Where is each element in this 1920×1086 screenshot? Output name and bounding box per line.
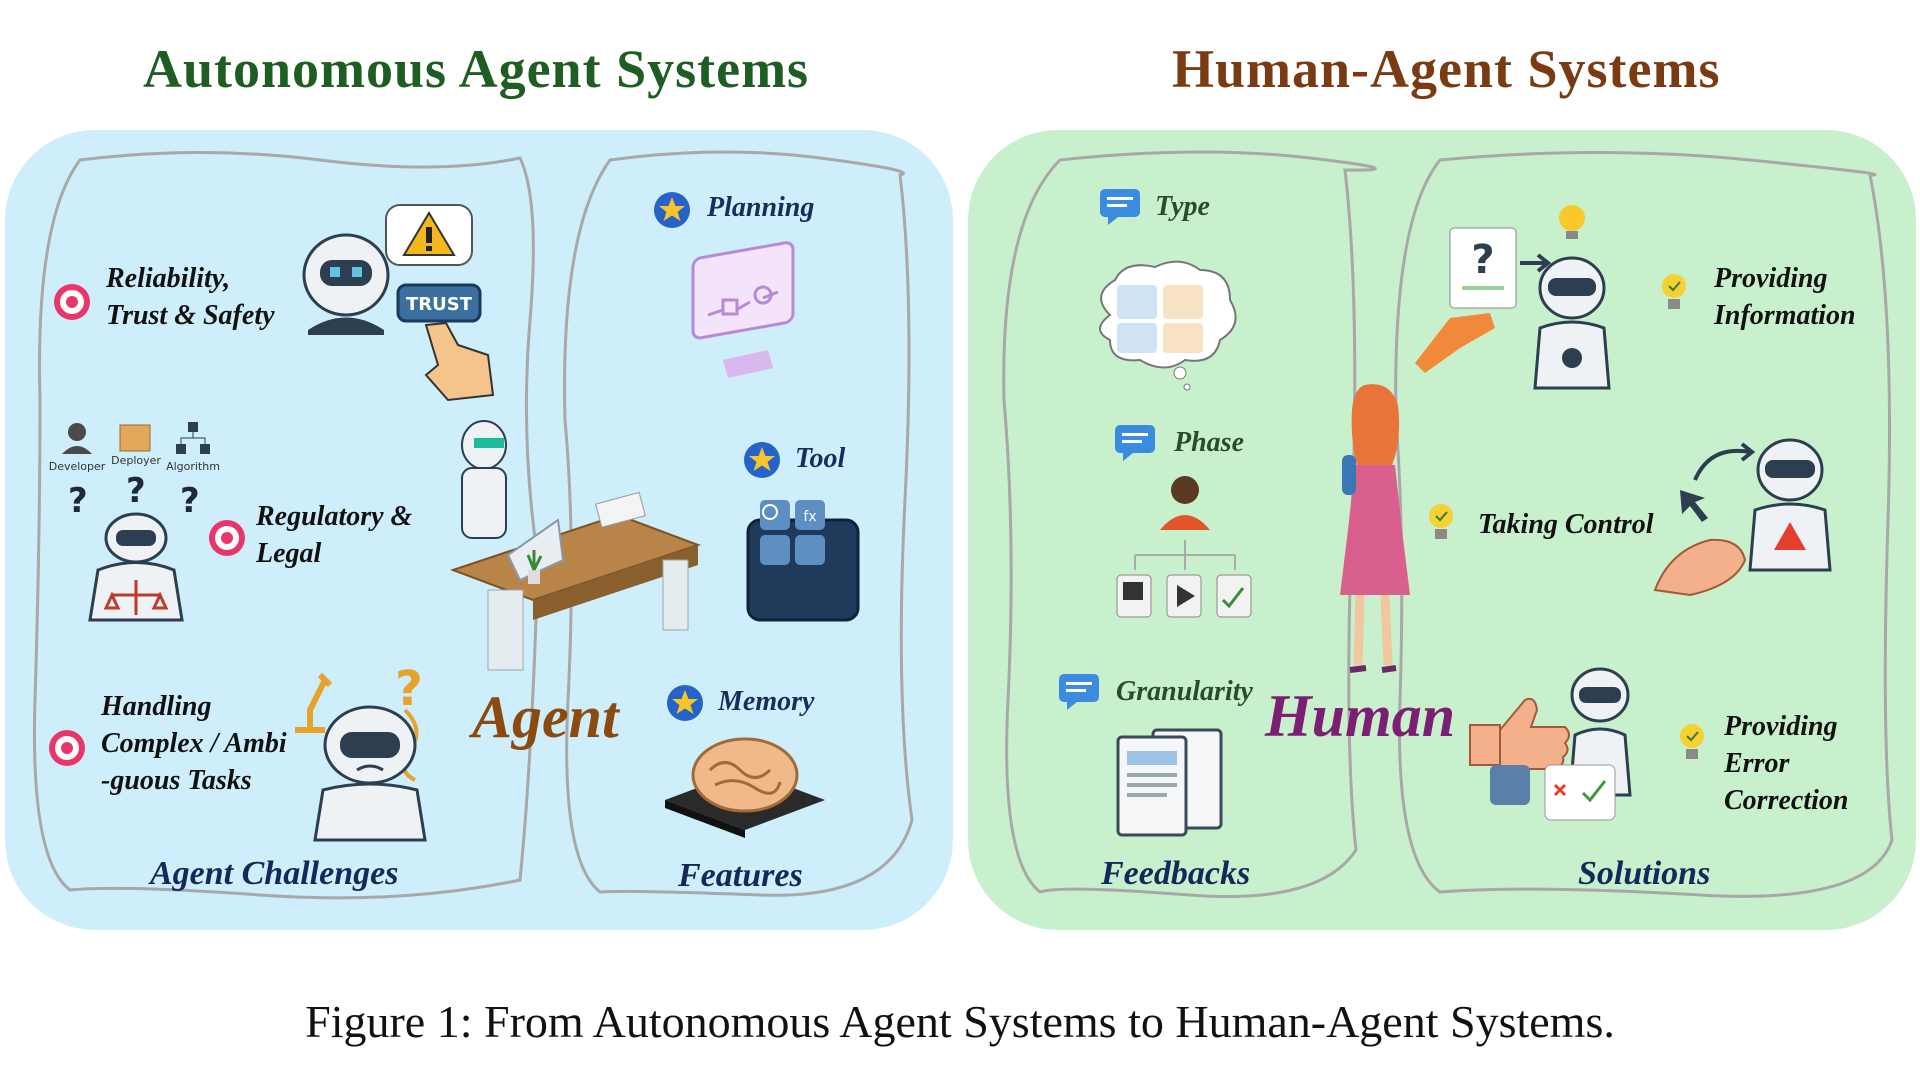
svg-text:?: ?: [1471, 237, 1494, 283]
figure-caption: Figure 1: From Autonomous Agent Systems …: [305, 996, 1615, 1047]
warning-bubble-icon: [385, 204, 473, 266]
feature-planning: Planning: [707, 192, 815, 223]
solution-taking-control: Taking Control: [1478, 509, 1654, 540]
robot-judge-icon: [88, 512, 184, 622]
question-mark-icon: ?: [395, 661, 423, 717]
left-title: Autonomous Agent Systems: [143, 39, 810, 99]
documents-icon: [1116, 728, 1223, 837]
svg-text:Algorithm: Algorithm: [166, 460, 220, 473]
feedback-types-thought-icon: [1099, 260, 1237, 391]
chat-bubble-icon: [1100, 189, 1140, 225]
hand-mouse-icon: [1653, 538, 1747, 597]
svg-text:Deployer: Deployer: [111, 454, 161, 467]
microscope-icon: [295, 672, 333, 733]
control-robot-illustration: [1653, 438, 1832, 597]
person-icon: [1160, 476, 1210, 530]
svg-text:fx: fx: [803, 509, 816, 525]
error-correction-illustration: [1469, 667, 1632, 821]
agent-desk-illustration: [450, 420, 701, 671]
lightbulb-icon: [1662, 274, 1686, 309]
features-label: Features: [678, 857, 803, 894]
feedback-granularity: Granularity: [1116, 676, 1253, 707]
solutions-label: Solutions: [1578, 855, 1711, 892]
developer-icon: [62, 423, 92, 454]
feedback-type: Type: [1155, 191, 1210, 222]
feature-tool: Tool: [795, 443, 846, 474]
human-figure-illustration: [1340, 384, 1410, 673]
feedback-phase: Phase: [1174, 427, 1244, 458]
thumbs-up-icon: [1469, 697, 1570, 770]
human-word: Human: [1265, 683, 1456, 749]
regulatory-illustration: Developer Deployer Algorithm ???: [49, 422, 220, 622]
svg-text:Developer: Developer: [49, 460, 106, 473]
question-doc-icon: ?: [1449, 227, 1517, 309]
trust-button: [396, 283, 482, 323]
question-mark-icon: ???: [68, 471, 200, 521]
cursor-icon: [1680, 490, 1708, 522]
brain-chip-icon: [665, 737, 825, 838]
feature-memory: Memory: [718, 686, 815, 717]
plant-icon: [526, 550, 543, 584]
star-badge-icon: [667, 685, 703, 721]
target-icon: [49, 730, 85, 766]
chat-bubble-icon: [1115, 425, 1155, 461]
star-badge-icon: [744, 442, 780, 478]
agent-word: Agent: [472, 684, 619, 750]
challenge-regulatory: Regulatory &Legal: [256, 501, 413, 569]
lightbulb-icon: [1680, 724, 1704, 759]
flag-icon: [1116, 574, 1152, 618]
svg-text:?: ?: [126, 471, 146, 511]
algorithm-icon: [176, 422, 210, 454]
challenge-reliability: Reliability,Trust & Safety: [106, 263, 275, 331]
papers-icon: [595, 491, 646, 528]
robot-trust-illustration: TRUST: [302, 204, 495, 402]
hand-offering-icon: [1415, 313, 1495, 373]
phase-tree-icon: [1116, 476, 1252, 618]
lightbulb-icon: [1429, 504, 1453, 539]
robot-icon: [1533, 256, 1611, 390]
lightbulb-icon: [1559, 205, 1585, 239]
play-icon: [1166, 574, 1202, 618]
feedbacks-label: Feedbacks: [1101, 855, 1251, 892]
svg-text:?: ?: [180, 481, 200, 521]
deployer-icon: [119, 424, 151, 452]
robot-worker-icon: [461, 420, 507, 539]
planning-monitor-icon: [691, 241, 795, 378]
target-icon: [209, 520, 245, 556]
robot-head-icon: [302, 233, 390, 335]
star-badge-icon: [654, 192, 690, 228]
svg-text:?: ?: [68, 481, 88, 521]
chat-bubble-icon: [1059, 674, 1099, 710]
target-icon: [54, 284, 90, 320]
like-badge-icon: [1490, 765, 1530, 805]
robot-warning-icon: [1748, 438, 1832, 572]
toolbox-icon: fx: [746, 500, 860, 622]
checklist-icon: [1216, 574, 1252, 618]
confused-robot-illustration: ?: [295, 661, 427, 842]
right-title: Human-Agent Systems: [1172, 39, 1721, 99]
info-robot-illustration: ?: [1415, 205, 1611, 390]
agent-challenges-label: Agent Challenges: [150, 855, 399, 892]
curved-arrow-icon: [1693, 442, 1756, 481]
correction-card-icon: [1544, 764, 1616, 821]
svg-text:TRUST: TRUST: [406, 294, 473, 315]
hand-pointer-icon: [424, 321, 495, 402]
arrow-right-icon: [1520, 253, 1552, 273]
